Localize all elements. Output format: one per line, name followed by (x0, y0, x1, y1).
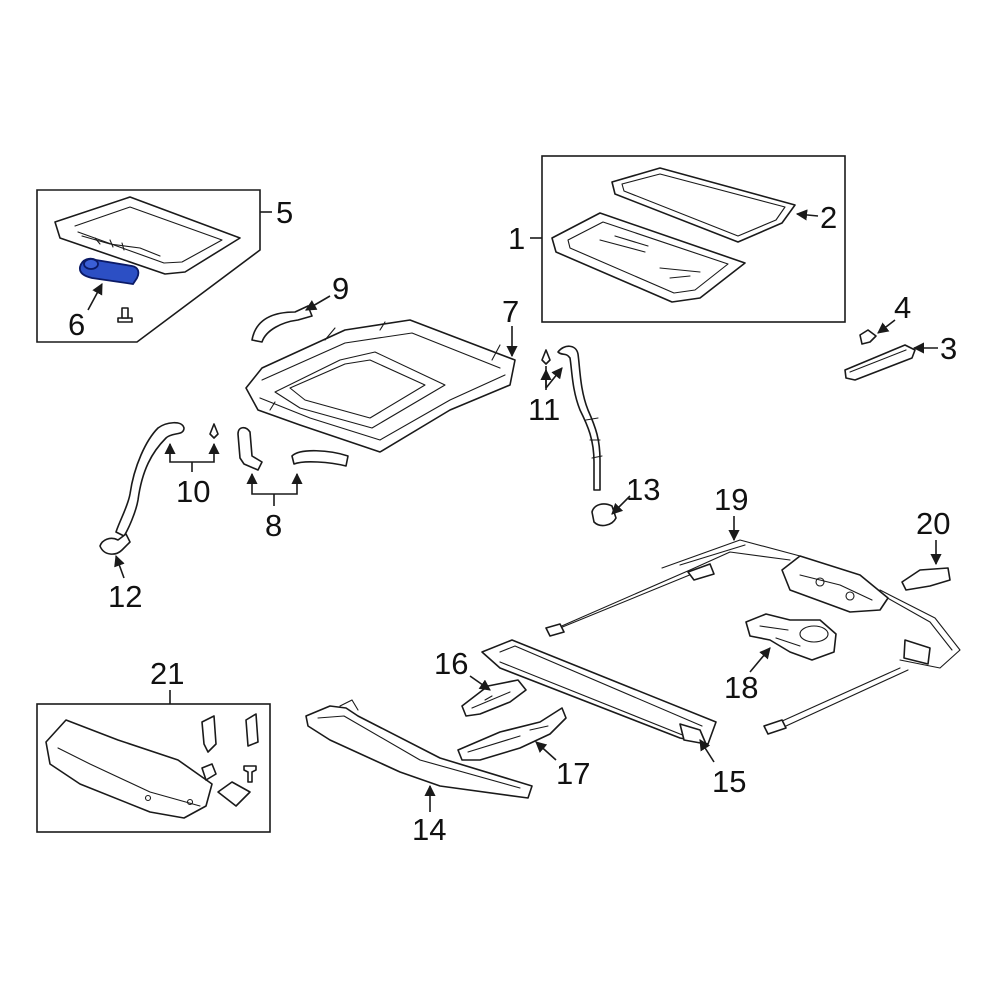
callout-16-group: 16 (434, 646, 491, 691)
slider-16[interactable] (461, 679, 527, 717)
callout-13: 13 (626, 472, 660, 507)
callout-11-group: 11 (528, 366, 563, 427)
callout-9: 9 (332, 271, 349, 306)
callout-18-group: 18 (724, 647, 771, 705)
drain-elbow-13[interactable] (591, 503, 617, 527)
callout-7: 7 (502, 294, 519, 329)
cable-assembly-19[interactable] (545, 539, 961, 735)
pushpin-clip[interactable] (117, 307, 133, 323)
clip-11[interactable] (541, 349, 551, 365)
seal-piece-8a[interactable] (237, 426, 263, 471)
drain-hose-left-10[interactable] (115, 421, 185, 537)
sunshade-panel[interactable] (54, 196, 241, 275)
callout-11: 11 (528, 392, 560, 427)
bracket-21b[interactable] (245, 713, 259, 747)
callout-2-group: 2 (795, 200, 837, 235)
callout-2: 2 (820, 200, 837, 235)
callout-19-group: 19 (714, 482, 748, 542)
group-box-1: 1 (508, 155, 846, 323)
trim-cover-21[interactable] (45, 719, 213, 819)
glass-seal[interactable] (611, 167, 796, 243)
callout-15: 15 (712, 764, 746, 799)
callout-15-group: 15 (699, 739, 746, 799)
nut-21[interactable] (201, 763, 217, 781)
callout-14: 14 (412, 812, 446, 847)
callout-21: 21 (150, 656, 184, 691)
callout-14-group: 14 (412, 784, 446, 847)
callout-10: 10 (176, 474, 210, 509)
callout-1: 1 (508, 221, 525, 256)
callout-8: 8 (265, 508, 282, 543)
callout-20-group: 20 (916, 506, 950, 566)
group-box-5: 5 (36, 189, 293, 343)
callout-18: 18 (724, 670, 758, 705)
front-rail-15[interactable] (481, 639, 717, 745)
rear-seal-14[interactable] (305, 699, 533, 799)
callout-16: 16 (434, 646, 468, 681)
glass-panel[interactable] (551, 212, 746, 303)
callout-19: 19 (714, 482, 748, 517)
screw-21[interactable] (243, 765, 257, 783)
slider-17[interactable] (457, 707, 567, 761)
seal-piece-8b[interactable] (291, 449, 349, 467)
callout-17: 17 (556, 756, 590, 791)
callout-5: 5 (276, 195, 293, 230)
callout-4-group: 4 (877, 290, 911, 334)
callout-7-group: 7 (502, 294, 519, 358)
callout-17-group: 17 (535, 741, 590, 791)
motor-18[interactable] (745, 613, 837, 661)
callout-10-group: 10 (164, 442, 220, 509)
callout-3-group: 3 (912, 331, 957, 366)
clip-4[interactable] (859, 329, 877, 345)
callout-20: 20 (916, 506, 950, 541)
callout-9-group: 9 (305, 271, 349, 311)
callout-6: 6 (68, 307, 85, 342)
group-box-21: 21 (36, 656, 271, 833)
guide-cover-3[interactable] (844, 344, 916, 381)
callout-4: 4 (894, 290, 911, 325)
drain-elbow-12[interactable] (99, 533, 131, 555)
bracket-20[interactable] (901, 567, 951, 591)
callout-12: 12 (108, 579, 142, 614)
bracket-21a[interactable] (201, 715, 217, 753)
drain-hose-right-11[interactable] (557, 345, 603, 491)
callout-13-group: 13 (611, 472, 660, 515)
callout-12-group: 12 (108, 554, 142, 614)
pad-21[interactable] (217, 781, 251, 807)
callout-6-group: 6 (68, 283, 103, 342)
clip-10[interactable] (209, 423, 219, 439)
callout-8-group: 8 (246, 472, 303, 543)
sunroof-housing-7[interactable] (245, 319, 516, 453)
sunshade-handle-highlighted[interactable] (79, 257, 140, 285)
drive-motor-bracket[interactable] (781, 555, 889, 613)
callout-3: 3 (940, 331, 957, 366)
seal-piece-9[interactable] (251, 305, 313, 343)
